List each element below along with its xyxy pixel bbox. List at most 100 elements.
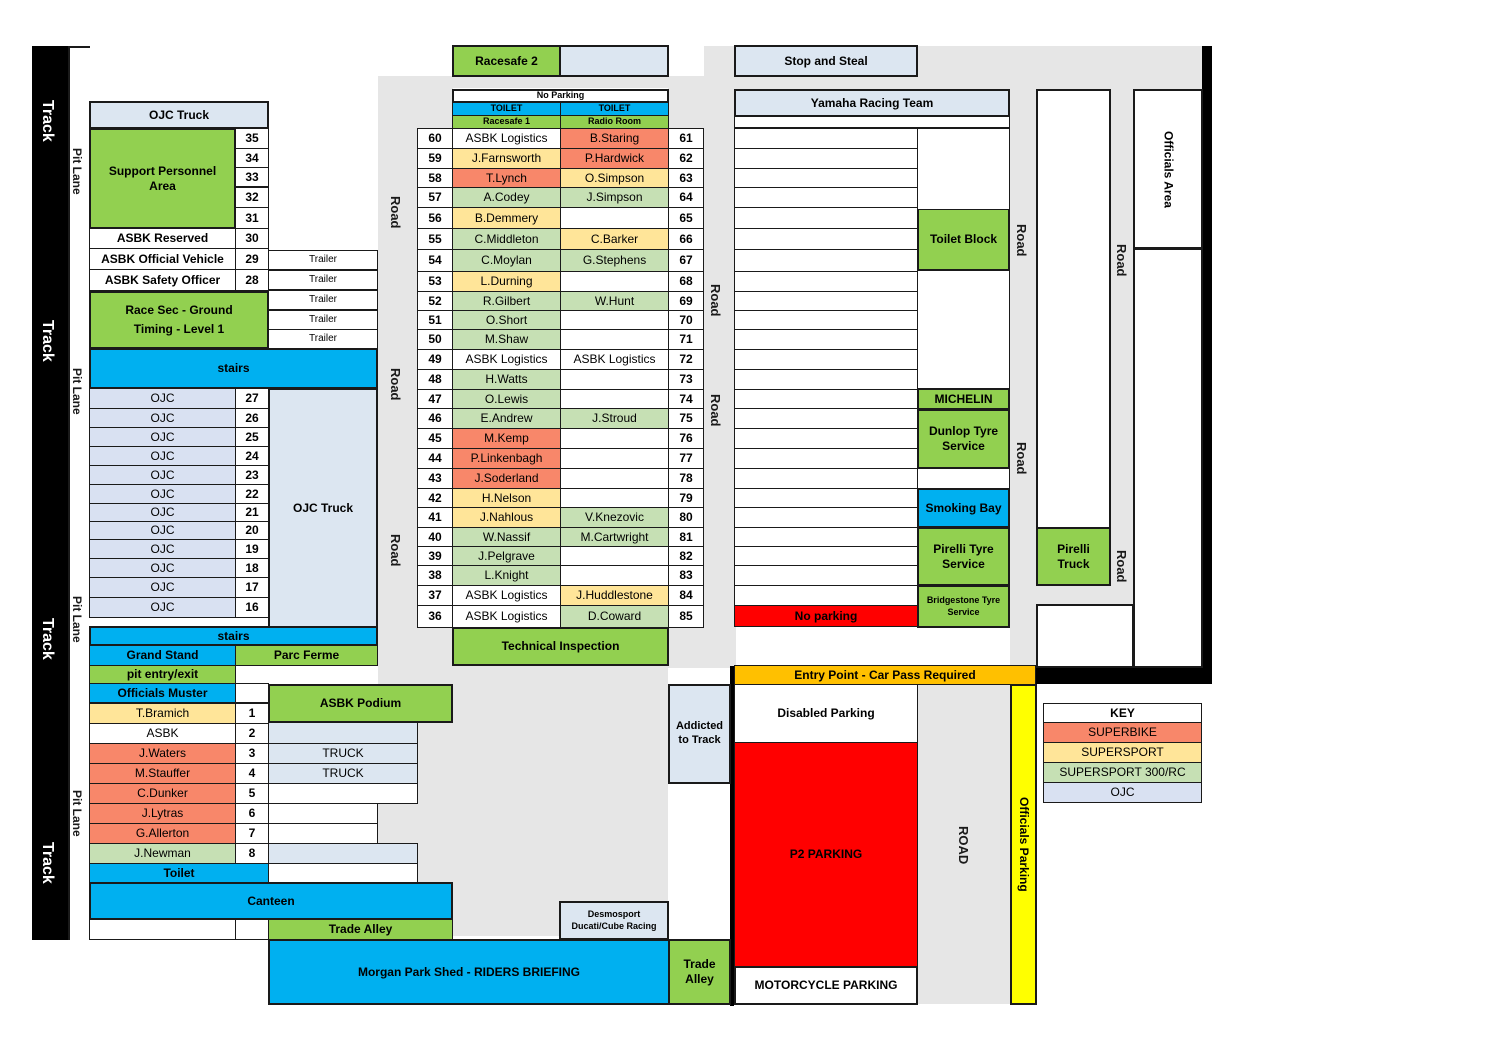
garage-number: 40 [417,527,453,547]
garage-number: 55 [417,228,453,250]
garage-name: O.Short [452,310,561,330]
garage-name: J.Stroud [560,408,669,429]
pit-lane-label: Pit Lane [70,148,84,195]
garage-blank [734,565,918,586]
garage-blank [734,408,918,429]
garage-blank [734,207,918,229]
garage-name: L.Knight [452,565,561,586]
truck: TRUCK [268,763,418,784]
ojc-garage: OJC [89,577,236,598]
garage-blank [734,546,918,566]
ojc-garage: OJC [89,465,236,485]
garage-name: T.Bramich [89,703,236,724]
garage-number: 4 [235,763,269,784]
garage-number: 47 [417,389,453,409]
garage-name: B.Demmery [452,207,561,229]
road-label: Road [388,196,403,229]
garage-number: 26 [235,408,269,428]
garage-number: 62 [668,148,704,169]
garage-number: 3 [235,743,269,764]
asbk-podium: ASBK Podium [268,684,453,723]
ojc-garage: OJC [89,503,236,522]
garage-number: 22 [235,484,269,504]
ojc-garage: OJC [89,446,236,466]
garage-number: 72 [668,349,704,370]
garage-name: E.Andrew [452,408,561,429]
garage-number: 18 [235,558,269,578]
ojc-truck-big: OJC Truck [268,388,378,628]
muster-blank [235,683,269,703]
garage-blank [734,488,918,508]
bridgestone-tyre-service: Bridgestone Tyre Service [917,585,1010,628]
garage-name: M.Kemp [452,428,561,449]
garage-blank [734,329,918,350]
garage-number: 49 [417,349,453,370]
toilet-block-left: Toilet [89,863,269,883]
garage-annex [268,803,378,824]
garage-number: 19 [235,539,269,559]
pit-number: 33 [235,167,269,187]
garage-name: W.Hunt [560,291,669,311]
garage-blank [734,527,918,547]
track-label: Track [39,842,56,884]
garage-name: L.Durning [452,271,561,292]
garage-name: J.Soderland [452,468,561,489]
garage-number: 51 [417,310,453,330]
garage-number: 81 [668,527,704,547]
garage-name [560,565,669,586]
pit-number: 29 [235,248,269,270]
grand-stand: Grand Stand [89,645,236,666]
garage-number: 68 [668,271,704,292]
garage-blank [734,291,918,311]
garage-name: P.Hardwick [560,148,669,169]
pit-number: 34 [235,148,269,168]
garage-number: 69 [668,291,704,311]
garage-name [560,369,669,390]
canteen-blank [235,919,269,940]
technical-inspection: Technical Inspection [452,627,669,666]
garage-blank [734,310,918,330]
asbk-reserved: ASBK Reserved [89,228,236,249]
ojc-garage: OJC [89,484,236,504]
ojc-garage: OJC [89,388,236,409]
garage-number: 85 [668,605,704,628]
garage-name: ASBK Logistics [452,349,561,370]
garage-number: 80 [668,507,704,528]
toilet-left: TOILET [452,102,561,116]
garage-number: 56 [417,207,453,229]
garage-number: 59 [417,148,453,169]
garage-number: 57 [417,187,453,208]
no-parking: No parking [734,605,918,627]
garage-number: 45 [417,428,453,449]
garage-name: W.Nassif [452,527,561,547]
pit-lane-label: Pit Lane [70,596,84,643]
radio-room: Radio Room [560,115,669,129]
track-label: Track [39,100,56,142]
trailer: Trailer [268,290,378,310]
stairs-bottom: stairs [89,626,378,646]
garage-name: J.Nahlous [452,507,561,528]
pit-lane-label: Pit Lane [70,368,84,415]
track-strip [32,46,68,940]
garage-number: 8 [235,843,269,864]
garage-number: 54 [417,249,453,272]
yamaha-row-2 [734,116,1010,128]
ojc-garage: OJC [89,539,236,559]
garage-name [560,329,669,350]
garage-number: 73 [668,369,704,390]
garage-name: ASBK [89,723,236,744]
morgan-park-shed: Morgan Park Shed - RIDERS BRIEFING [268,939,670,1005]
garage-blank [734,369,918,390]
trailer: Trailer [268,329,378,349]
garage-blank [734,168,918,188]
dunlop-tyre-service: Dunlop Tyre Service [917,409,1010,469]
road-label: Road [388,534,403,567]
podium-annex [268,722,418,744]
garage-number: 37 [417,585,453,606]
garage-blank [734,228,918,250]
garage-name [560,488,669,508]
pirelli-truck: Pirelli Truck [1036,527,1111,586]
garage-number: 25 [235,427,269,447]
trade-alley: Trade Alley [268,919,453,940]
key-item: SUPERSPORT [1043,742,1202,763]
